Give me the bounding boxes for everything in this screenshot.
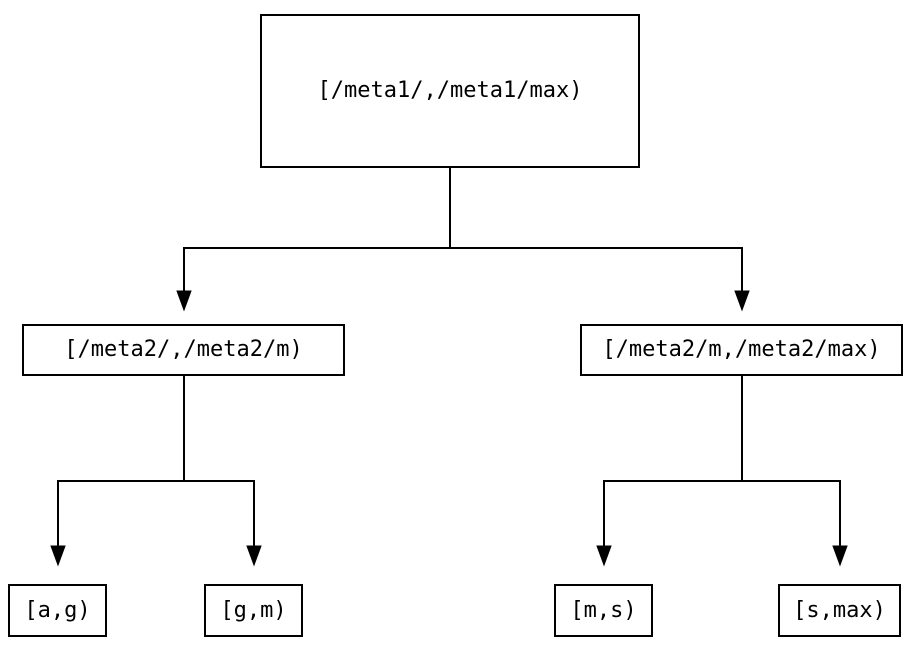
arrowhead-leaf-smax bbox=[832, 545, 848, 567]
node-leaf-ag: [a,g) bbox=[8, 584, 107, 637]
connector-root-to-children bbox=[176, 168, 750, 312]
arrowhead-left-mid bbox=[176, 290, 192, 312]
arrowhead-right-mid bbox=[734, 290, 750, 312]
node-left-mid: [/meta2/,/meta2/m) bbox=[22, 324, 345, 376]
connector-leftmid-to-leaves bbox=[50, 376, 262, 567]
arrowhead-leaf-gm bbox=[246, 545, 262, 567]
node-right-mid: [/meta2/m,/meta2/max) bbox=[580, 324, 903, 376]
arrowhead-leaf-ag bbox=[50, 545, 66, 567]
node-root: [/meta1/,/meta1/max) bbox=[260, 14, 640, 168]
node-leaf-smax: [s,max) bbox=[778, 584, 901, 637]
connector-rightmid-to-leaves bbox=[596, 376, 848, 567]
arrowhead-leaf-ms bbox=[596, 545, 612, 567]
node-leaf-ms: [m,s) bbox=[554, 584, 653, 637]
node-leaf-gm: [g,m) bbox=[204, 584, 303, 637]
